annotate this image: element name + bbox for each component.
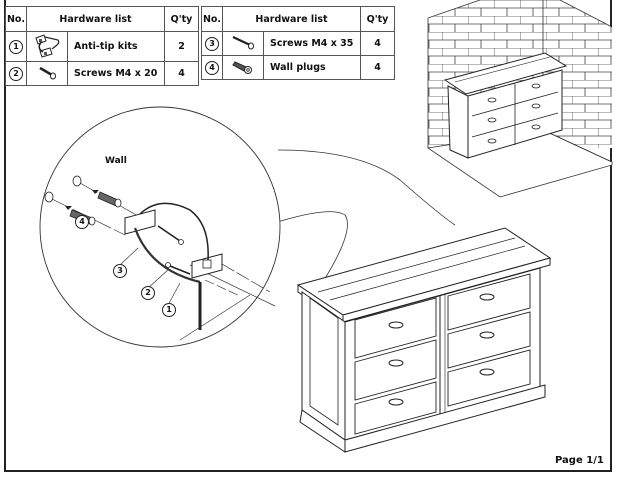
item-qty: 4 (164, 61, 199, 86)
item-number: 4 (205, 60, 219, 75)
item-qty: 2 (164, 31, 199, 62)
item-number: 3 (205, 36, 219, 51)
callout-1: 1 (162, 303, 176, 317)
item-name: Screws M4 x 20 (67, 61, 165, 86)
item-name: Screws M4 x 35 (263, 31, 361, 56)
header-qty: Q'ty (360, 6, 395, 32)
page-number: Page 1/1 (555, 455, 604, 466)
table-row: 2 Screws M4 x 20 4 (5, 61, 199, 86)
item-name: Wall plugs (263, 55, 361, 80)
item-name: Anti-tip kits (67, 31, 165, 62)
callout-3: 3 (113, 264, 127, 278)
item-number: 1 (9, 39, 23, 54)
callout-4: 4 (75, 215, 89, 229)
wall-plug-icon (232, 61, 252, 74)
wall-plug-icon (97, 191, 122, 208)
anti-tip-kit-icon (35, 34, 60, 58)
item-qty: 4 (360, 31, 395, 56)
table-row: 3 Screws M4 x 35 4 (201, 31, 395, 56)
screw-icon (39, 66, 56, 80)
room-overview (426, 0, 613, 198)
table-row: 4 Wall plugs 4 (201, 55, 395, 80)
table-header: No. Hardware list Q'ty (201, 6, 395, 32)
wall-detail-circle (39, 106, 281, 348)
item-number: 2 (9, 66, 23, 81)
table-row: 1 Anti-tip kits 2 (5, 31, 199, 62)
item-qty: 4 (360, 55, 395, 80)
long-screw-icon (232, 36, 254, 50)
small-dresser-icon (443, 52, 568, 159)
hardware-table-2: No. Hardware list Q'ty 3 Screws M4 x 35 … (201, 6, 395, 80)
callout-2: 2 (141, 286, 155, 300)
page-frame (4, 0, 612, 472)
hardware-table-1: No. Hardware list Q'ty 1 Anti-tip kits 2… (5, 6, 199, 86)
dresser-illustration (296, 227, 552, 453)
wall-label: Wall (105, 156, 127, 166)
